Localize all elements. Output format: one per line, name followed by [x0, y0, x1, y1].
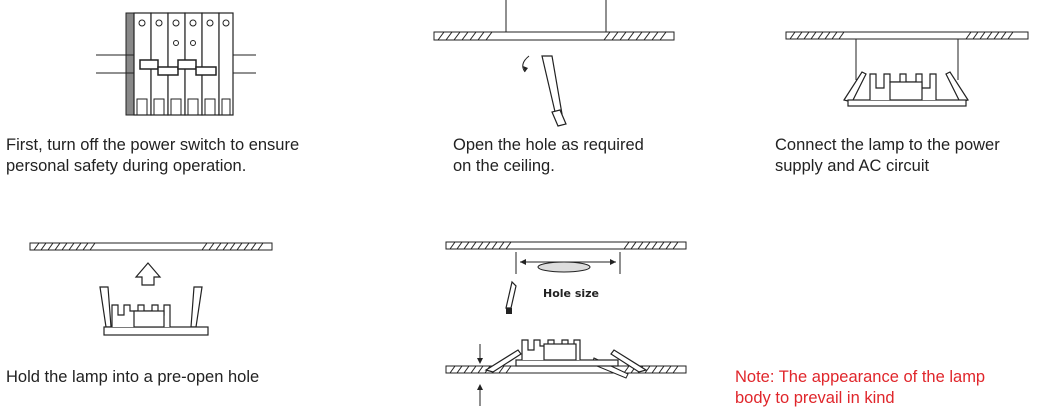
step-3-caption: Connect the lamp to the power supply and…: [775, 136, 1000, 175]
lamp-wiring-icon: [785, 31, 1029, 107]
lamp-insert-icon: [29, 242, 273, 336]
hole-size-label: Hole size: [543, 287, 600, 300]
step-4-caption: Hold the lamp into a pre-open hole: [6, 368, 260, 386]
saw-cutting-icon: [433, 0, 675, 127]
hole-size-install-icon: [445, 241, 687, 406]
step-1-caption: First, turn off the power switch to ensu…: [6, 136, 300, 175]
note-text: Note: The appearance of the lamp body to…: [735, 368, 986, 407]
circuit-breaker-icon: [96, 12, 256, 116]
up-arrow-icon: [134, 262, 162, 286]
step-2-caption: Open the hole as required on the ceiling…: [453, 136, 644, 175]
